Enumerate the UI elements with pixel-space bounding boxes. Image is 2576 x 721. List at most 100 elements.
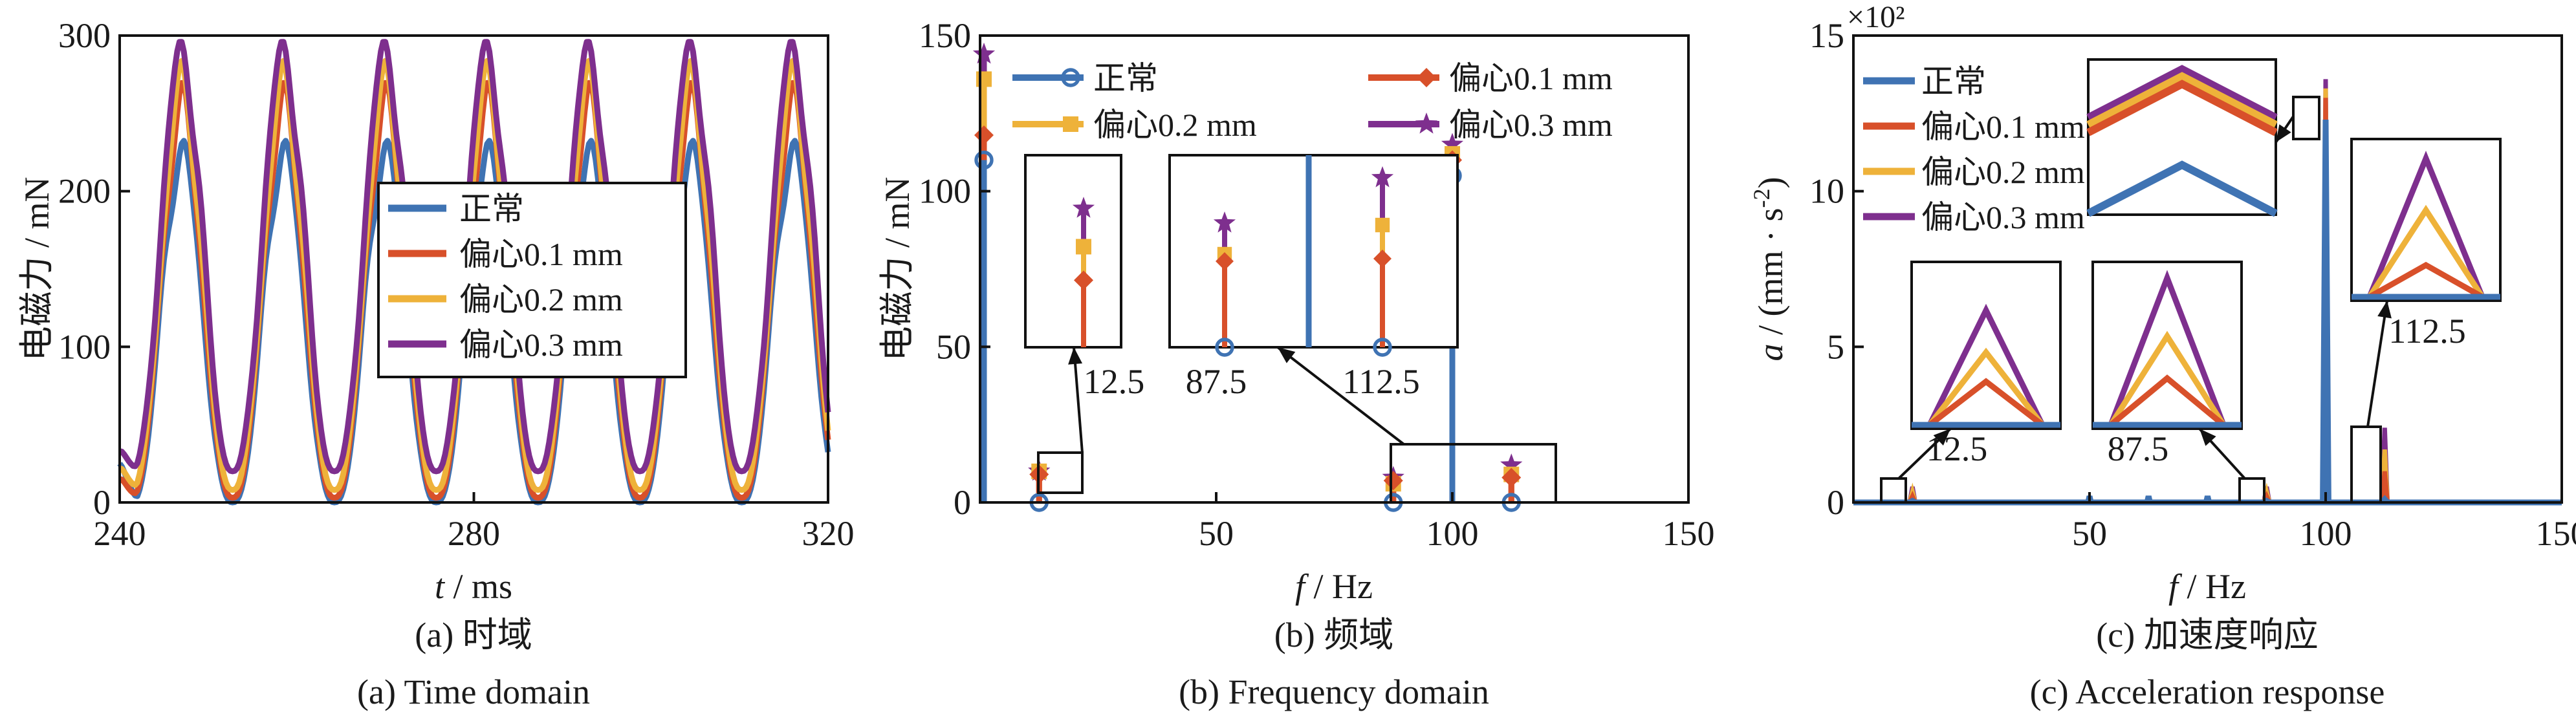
panel-b-stem-marker: [974, 150, 994, 170]
panel-b-zoom-box: [1390, 443, 1557, 504]
panel-c-inset-peak: [2086, 72, 2278, 129]
panel-b-stem-marker: [1441, 133, 1464, 154]
panel-b-insets: 12.5 87.5 112.5: [1024, 154, 1459, 453]
panel-b-title-cn: (b) 频域: [1274, 616, 1393, 654]
panel-c-ylabel: a / (mm · s-2): [1749, 177, 1790, 361]
panel-b-xtick-label: 50: [1199, 514, 1234, 553]
panel-c-inset-peak: [1927, 347, 2045, 427]
panel-b-legend-marker: [1061, 68, 1080, 87]
panel-b-inset-marker: [1072, 197, 1095, 218]
panel-b-legend-marker: [1415, 113, 1438, 134]
panel-b-zoom-arrow: [1276, 346, 1405, 446]
panel-b-zoom-arrow-head: [1278, 347, 1296, 363]
panel-b-xlabel: f / Hz: [1295, 567, 1373, 606]
panel-c-inset-peak: [2086, 65, 2278, 122]
panel-c-xtick-label: 150: [2536, 514, 2576, 553]
panel-c-xtick-label: 50: [2072, 514, 2107, 553]
panel-a-ylabel: 电磁力 / mN: [17, 177, 56, 361]
panel-b-zoom-box: [1037, 451, 1084, 494]
panel-c-legend-label: 偏心0.1 mm: [1921, 109, 2085, 145]
panel-b-inset-marker: [1375, 217, 1390, 233]
panel-b-xtick-label: 100: [1426, 514, 1479, 553]
panel-b-stem-marker: [1500, 453, 1523, 475]
panel-b-inset-label: 87.5: [1186, 362, 1247, 401]
panel-b-ytick-label: 0: [954, 483, 971, 522]
panel-a-ytick-label: 200: [58, 172, 111, 211]
panel-c-ytick-label: 15: [1809, 16, 1844, 55]
panel-c-inset-peak: [1927, 303, 2046, 426]
panel-b-inset-marker: [1373, 338, 1392, 357]
panel-c-ytick-label: 10: [1809, 172, 1844, 211]
panel-b-stem-marker: [976, 71, 992, 87]
panel-b-title-en: (b) Frequency domain: [1179, 673, 1489, 711]
panel-c-xlabel: f / Hz: [2168, 567, 2246, 606]
panel-b-inset-label: 112.5: [1342, 362, 1420, 401]
panel-c-zoom-arrow-head: [1933, 429, 1950, 446]
panel-c-ytick-label: 5: [1827, 327, 1844, 366]
panel-c: 50100150051015 f / Hz a / (mm · s-2) ×10…: [1749, 0, 2576, 711]
panel-b-stem-marker: [972, 42, 996, 64]
panel-b-stem-marker: [974, 125, 994, 145]
panel-c-legend-label: 正常: [1921, 63, 1986, 100]
panel-a-legend-label: 正常: [459, 191, 524, 227]
panel-b-legend-label: 偏心0.2 mm: [1093, 107, 1257, 143]
panel-b-legend-label: 偏心0.3 mm: [1449, 107, 1613, 143]
panel-b-inset-marker: [1373, 250, 1392, 268]
panel-a-legend-label: 偏心0.2 mm: [459, 281, 623, 317]
panel-b-ytick-label: 150: [919, 16, 971, 55]
panel-c-zoom-box: [1880, 477, 1907, 504]
panel-a-ytick-label: 300: [58, 16, 111, 55]
panel-b-inset-marker: [1371, 166, 1394, 188]
panel-c-frame: [1852, 34, 2563, 504]
panel-b-zoom-arrow: [1073, 347, 1084, 453]
panel-b-stem-marker: [1383, 471, 1403, 491]
panel-c-ytick-label: 0: [1827, 483, 1844, 522]
panel-b-inset-label: 12.5: [1084, 362, 1145, 401]
panel-a-series-line: [118, 39, 831, 475]
panel-a-legend-label: 偏心0.1 mm: [459, 236, 623, 272]
panel-b-ylabel: 电磁力 / mN: [878, 177, 917, 361]
panel-c-title-cn: (c) 加速度响应: [2096, 616, 2318, 654]
panel-b-ytick-label: 100: [919, 172, 971, 211]
panel-b-inset-marker: [1074, 270, 1093, 290]
panel-c-inset-peak: [2367, 204, 2485, 299]
panel-c-zoom-arrow-head: [2276, 124, 2291, 142]
panel-c-inset-peak: [2368, 261, 2484, 299]
panel-c-inset-peak: [1928, 378, 2044, 427]
panel-b-legend-label: 偏心0.1 mm: [1449, 60, 1613, 96]
panel-c-xtick-label: 100: [2300, 514, 2352, 553]
panel-b-inset-marker: [1213, 211, 1236, 233]
panel-c-inset-12.5: [1910, 261, 2062, 430]
panel-c-inset-peak: [2086, 80, 2278, 136]
panel-c-inset-peak: [2108, 330, 2226, 427]
panel-c-zoom-arrow-head: [2377, 301, 2392, 319]
panel-c-inset-peak: [2109, 374, 2225, 427]
panel-b-xtick-label: 150: [1663, 514, 1715, 553]
panel-b-inset-12.5: [1024, 154, 1122, 349]
panel-c-zoom-box: [2238, 477, 2265, 504]
panel-c-inset-peak: [2366, 151, 2485, 298]
panel-b-inset-marker: [1076, 239, 1091, 255]
panel-b-inset-87.5-112.5: [1168, 154, 1459, 349]
panel-c-legend-label: 偏心0.3 mm: [1921, 199, 2085, 235]
panel-b-legend-marker: [1417, 68, 1436, 87]
panel-a-xtick-label: 320: [802, 514, 855, 553]
panel-c-zoom-arrow: [2366, 300, 2388, 427]
panel-a-ytick-label: 0: [93, 483, 111, 522]
panel-a-xtick-label: 280: [448, 514, 500, 553]
panel-a-series-line: [118, 58, 831, 493]
panel-a-title-cn: (a) 时域: [415, 616, 532, 654]
panel-b-legend-marker: [1063, 116, 1078, 132]
panel-a-legend-box: [377, 182, 687, 378]
panel-a-ytick-label: 100: [58, 327, 111, 366]
panel-b-inset-marker: [1215, 338, 1234, 357]
panel-c-inset-peak: [2086, 160, 2278, 217]
